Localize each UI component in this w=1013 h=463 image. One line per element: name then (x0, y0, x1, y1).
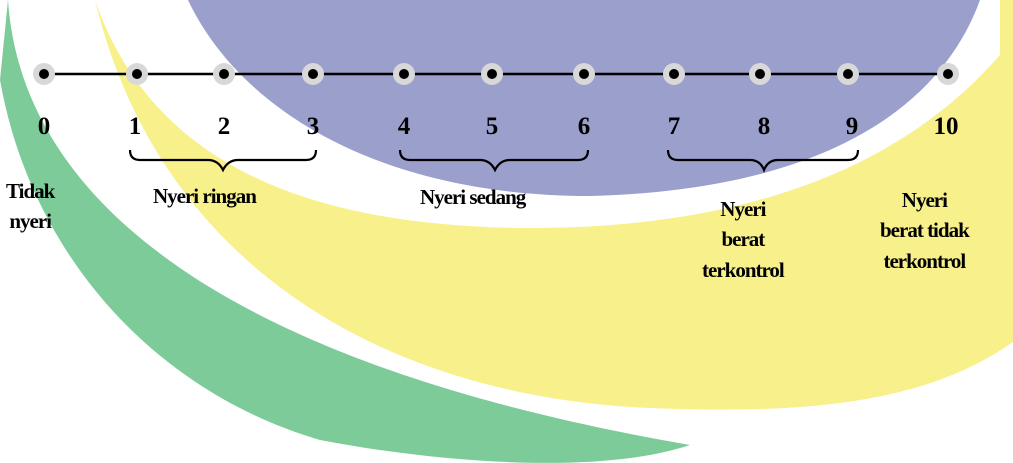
scale-dot (302, 63, 324, 85)
scale-dot (213, 63, 235, 85)
category-severe-controlled-line3: terkontrol (702, 257, 785, 282)
brace-moderate (398, 149, 590, 173)
scale-dot (33, 63, 55, 85)
scale-number: 10 (933, 113, 959, 140)
scale-dot (937, 63, 959, 85)
scale-number: 8 (757, 113, 771, 140)
category-moderate: Nyeri sedang (420, 182, 526, 212)
brace-severe-controlled (666, 149, 860, 173)
category-severe-uncontrolled-line2: berat tidak (880, 218, 970, 243)
category-severe-uncontrolled-line1: Nyeri (901, 188, 948, 212)
scale-dot (749, 63, 771, 85)
purple-arc-shape (188, 0, 980, 196)
scale-dot (663, 63, 685, 85)
scale-number: 6 (577, 113, 591, 140)
category-no-pain: Tidak nyeri (6, 176, 55, 237)
scale-number: 7 (667, 113, 681, 140)
scale-dot (393, 63, 415, 85)
category-mild-line1: Nyeri ringan (153, 184, 257, 208)
category-no-pain-line2: nyeri (9, 209, 52, 234)
scale-number: 3 (306, 113, 320, 140)
scale-number: 1 (128, 113, 142, 140)
category-severe-controlled-line2: berat (721, 227, 765, 252)
scale-number: 2 (217, 113, 231, 140)
brace-mild (128, 149, 318, 173)
scale-dot (481, 63, 503, 85)
category-no-pain-line1: Tidak (6, 179, 55, 203)
category-severe-controlled: Nyeri berat terkontrol (702, 194, 785, 285)
scale-number: 9 (845, 113, 859, 140)
scale-dot (573, 63, 595, 85)
category-severe-controlled-line1: Nyeri (720, 197, 766, 221)
scale-dot (837, 63, 859, 85)
category-moderate-line1: Nyeri sedang (420, 185, 526, 209)
category-mild: Nyeri ringan (153, 181, 257, 211)
scale-number: 0 (37, 113, 51, 140)
category-severe-uncontrolled: Nyeri berat tidak terkontrol (880, 185, 970, 276)
scale-dot (126, 63, 148, 85)
green-arc-shape (0, 0, 690, 463)
scale-number: 5 (485, 113, 499, 140)
category-severe-uncontrolled-line3: terkontrol (883, 248, 966, 273)
scale-number: 4 (397, 113, 411, 140)
